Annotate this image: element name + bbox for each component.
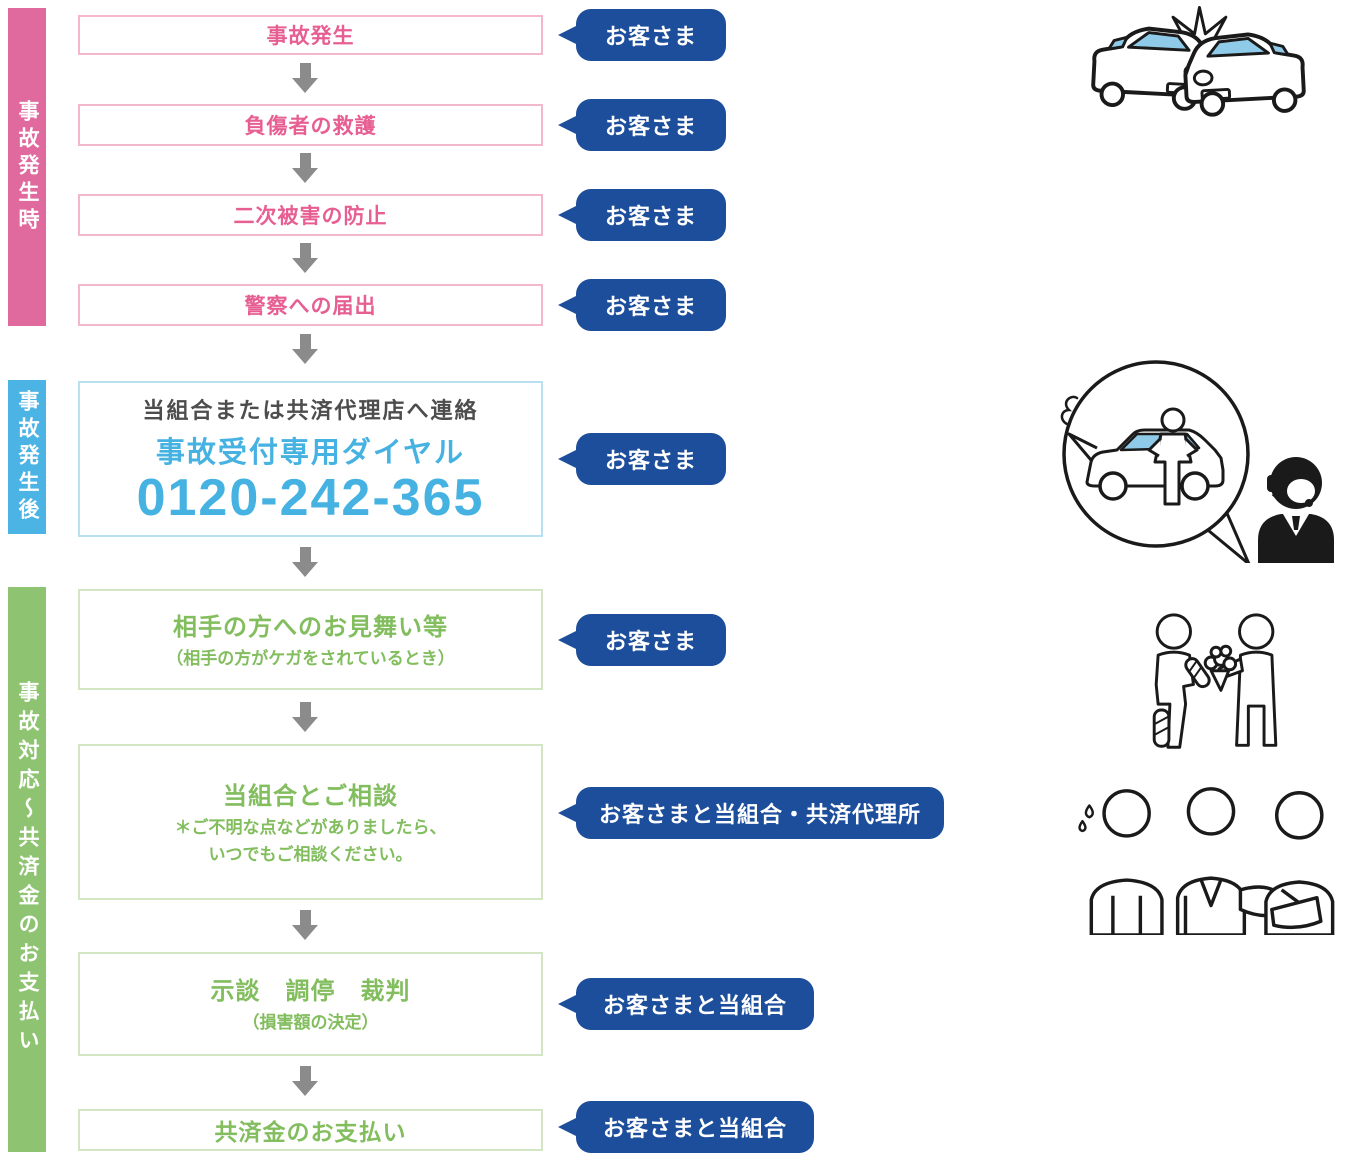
step-title: 共済金のお支払い	[214, 1119, 407, 1145]
breakdown-call-icon	[1053, 358, 1338, 563]
actor-bubble: お客さま	[576, 99, 726, 151]
actor-bubble: お客さま	[576, 9, 726, 61]
dial-label: 事故受付専用ダイヤル	[155, 436, 466, 469]
step-note: ＊ご不明な点などがありましたら、 いつでもご相談ください。	[175, 815, 447, 868]
down-arrow-icon	[292, 547, 318, 577]
step-note-line: ＊ご不明な点などがありましたら、	[174, 818, 447, 838]
step-title: 相手の方へのお見舞い等	[173, 613, 448, 641]
step-title: 負傷者の救護	[244, 115, 377, 138]
step-title: 二次被害の防止	[233, 205, 388, 228]
get-well-visit-icon	[1133, 608, 1298, 760]
down-arrow-icon	[292, 334, 318, 364]
down-arrow-icon	[292, 243, 318, 273]
car-crash-icon	[1085, 5, 1310, 138]
step-title: 警察への届出	[244, 295, 377, 318]
step-note-line: いつでもご相談ください。	[208, 844, 413, 864]
step-box-accident: 事故発生	[78, 15, 543, 55]
down-arrow-icon	[292, 1066, 318, 1096]
step-box-prevent-secondary: 二次被害の防止	[78, 194, 543, 236]
step-box-rescue: 負傷者の救護	[78, 104, 543, 146]
actor-bubble: お客さま	[576, 279, 726, 331]
step-box-consult: 当組合とご相談 ＊ご不明な点などがありましたら、 いつでもご相談ください。	[78, 744, 543, 900]
actor-bubble: お客さまと当組合	[576, 978, 814, 1030]
section-bar-after-accident: 事故発生後	[8, 380, 46, 534]
step-title: 当組合とご相談	[223, 783, 398, 811]
actor-bubble: お客さまと当組合	[576, 1101, 814, 1153]
actor-bubble: お客さま	[576, 433, 726, 485]
section-bar-response-payment: 事故対応～共済金のお支払い	[8, 587, 46, 1152]
step-note: （相手の方がケガをされているとき）	[166, 648, 455, 668]
down-arrow-icon	[292, 63, 318, 93]
step-box-contact-dial: 当組合または共済代理店へ連絡 事故受付専用ダイヤル 0120-242-365	[78, 381, 543, 537]
actor-bubble: お客さまと当組合・共済代理所	[576, 787, 944, 839]
down-arrow-icon	[292, 910, 318, 940]
down-arrow-icon	[292, 153, 318, 183]
dial-phone-number: 0120-242-365	[136, 468, 485, 527]
down-arrow-icon	[292, 702, 318, 732]
actor-bubble: お客さま	[576, 614, 726, 666]
step-box-police-report: 警察への届出	[78, 284, 543, 326]
actor-bubble: お客さま	[576, 189, 726, 241]
contact-instruction: 当組合または共済代理店へ連絡	[142, 397, 479, 423]
step-title: 示談 調停 裁判	[210, 978, 411, 1006]
section-bar-accident-occurrence: 事故発生時	[8, 8, 46, 326]
step-title: 事故発生	[266, 25, 355, 48]
consultation-icon	[1073, 780, 1348, 935]
step-box-visit: 相手の方へのお見舞い等 （相手の方がケガをされているとき）	[78, 589, 543, 690]
step-box-payment: 共済金のお支払い	[78, 1109, 543, 1151]
step-note: （損害額の決定）	[242, 1013, 379, 1033]
step-box-settlement: 示談 調停 裁判 （損害額の決定）	[78, 952, 543, 1056]
